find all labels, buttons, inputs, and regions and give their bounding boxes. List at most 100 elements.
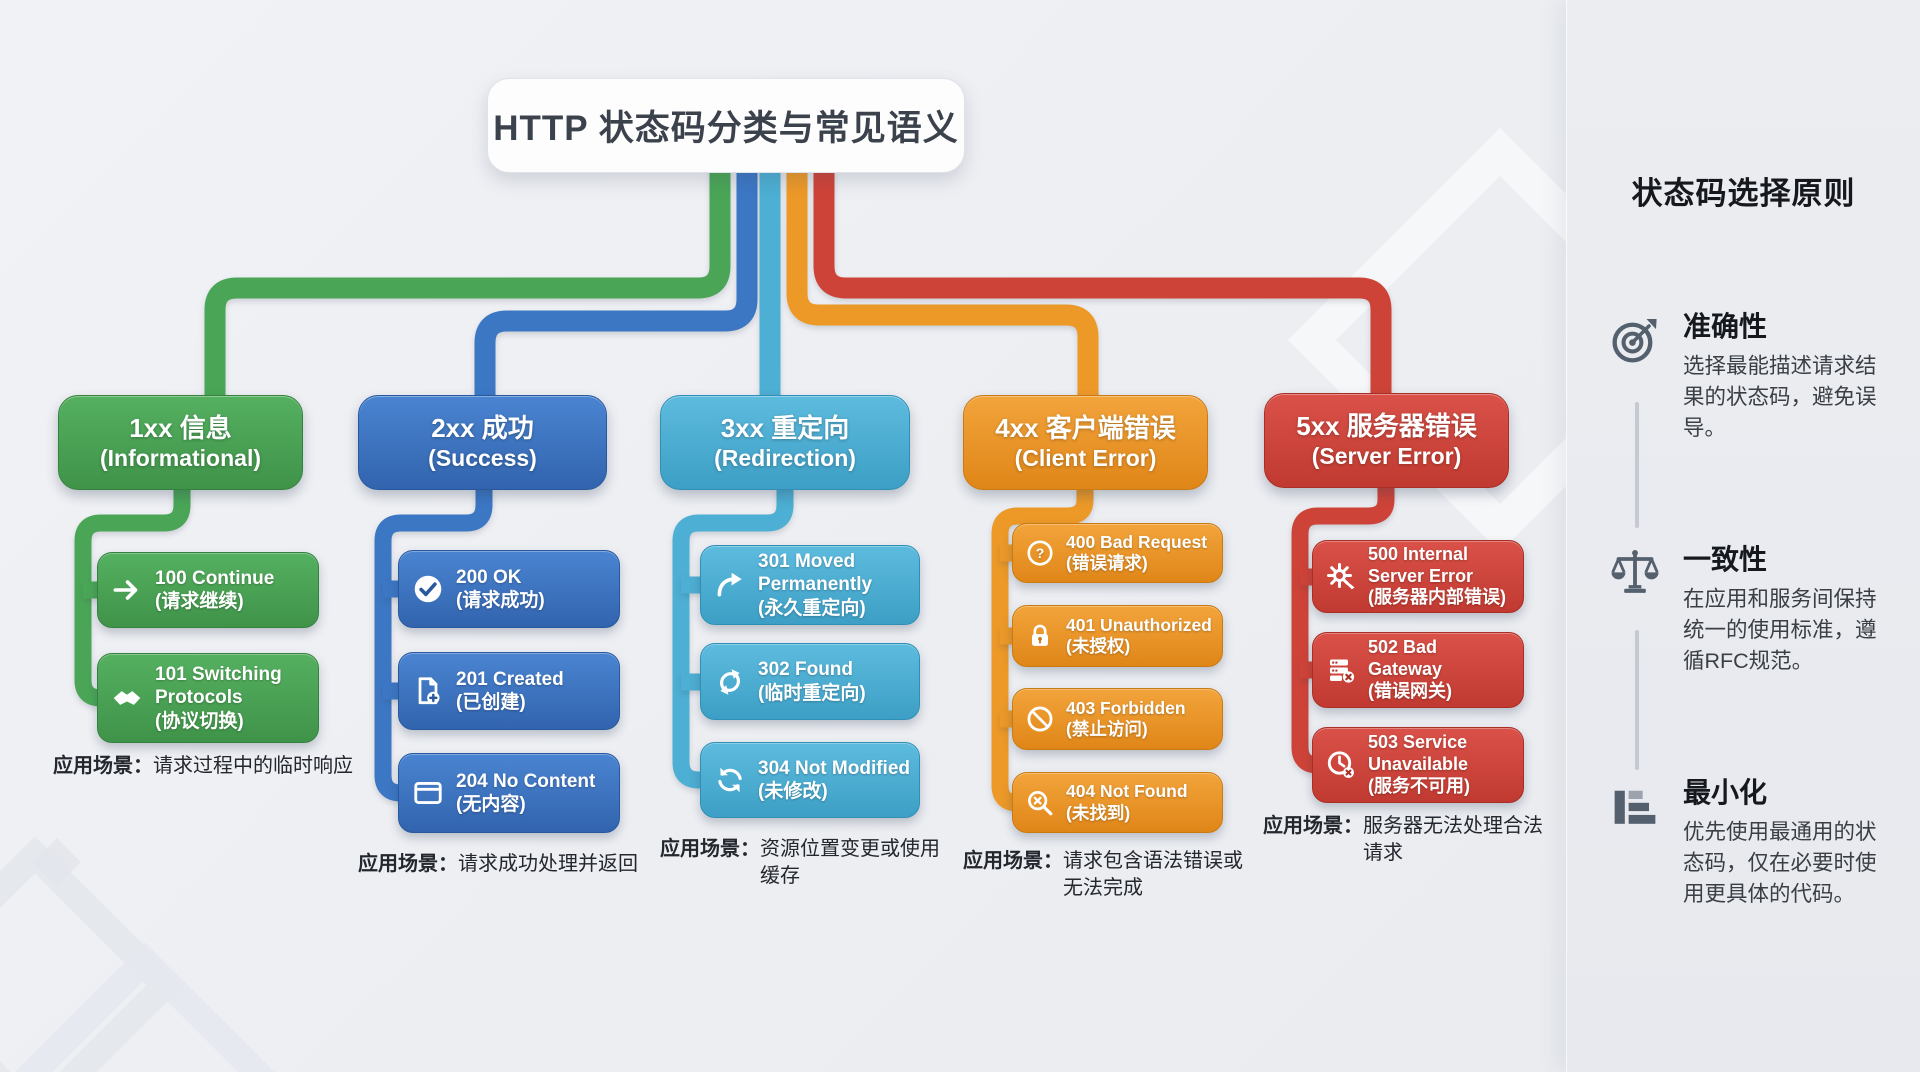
status-code-zh: (未授权) bbox=[1066, 636, 1131, 656]
principle-desc: 优先使用最通用的状态码，仅在必要时使用更具体的代码。 bbox=[1683, 819, 1877, 906]
category-title-en: (Success) bbox=[428, 445, 537, 472]
scenario-caption-1xx: 应用场景：请求过程中的临时响应 bbox=[53, 753, 399, 780]
status-item-503: 503 Service Unavailable(服务不可用) bbox=[1312, 727, 1524, 803]
sidebar-connector-line bbox=[1635, 402, 1639, 528]
status-code-zh: (服务不可用) bbox=[1368, 775, 1470, 796]
scenario-text: 请求成功处理并返回 bbox=[458, 853, 638, 875]
lock-icon bbox=[1025, 621, 1055, 651]
status-code-zh: (请求成功) bbox=[456, 590, 545, 611]
status-item-201: 201 Created(已创建) bbox=[398, 652, 620, 730]
principle-title: 准确性 bbox=[1683, 311, 1768, 342]
status-code-zh: (已创建) bbox=[456, 692, 526, 713]
category-header-5xx: 5xx 服务器错误(Server Error) bbox=[1264, 393, 1509, 488]
clock-x-icon bbox=[1325, 749, 1357, 781]
status-code-en: 301 Moved Permanently bbox=[758, 551, 873, 596]
sidebar-connector-line bbox=[1635, 630, 1639, 770]
category-title-zh: 5xx 服务器错误 bbox=[1296, 410, 1477, 441]
principle-title: 最小化 bbox=[1683, 777, 1768, 808]
status-code-en: 204 No Content bbox=[456, 770, 596, 792]
status-code-text: 403 Forbidden(禁止访问) bbox=[1066, 698, 1186, 741]
status-item-502: 502 Bad Gateway(错误网关) bbox=[1312, 632, 1524, 708]
status-code-text: 304 Not Modified(未修改) bbox=[758, 757, 910, 803]
redo-arrow-icon bbox=[713, 568, 747, 602]
no-entry-icon bbox=[1025, 704, 1055, 734]
minimize-icon bbox=[1607, 778, 1663, 834]
status-code-zh: (未找到) bbox=[1066, 802, 1131, 823]
status-item-204: 204 No Content(无内容) bbox=[398, 753, 620, 833]
status-code-en: 500 Internal Server Error bbox=[1368, 543, 1474, 586]
gear-wrench-icon bbox=[1325, 561, 1357, 593]
status-code-zh: (协议切换) bbox=[155, 710, 244, 732]
window-icon bbox=[411, 776, 445, 810]
status-code-en: 404 Not Found bbox=[1066, 781, 1188, 802]
status-item-101: 101 Switching Protocols(协议切换) bbox=[97, 653, 319, 743]
status-code-text: 200 OK(请求成功) bbox=[456, 566, 545, 612]
status-code-en: 502 Bad Gateway bbox=[1368, 637, 1443, 680]
status-code-text: 500 Internal Server Error(服务器内部错误) bbox=[1368, 544, 1515, 610]
status-code-text: 302 Found(临时重定向) bbox=[758, 658, 866, 704]
scenario-text: 服务器无法处理合法请求 bbox=[1363, 815, 1543, 864]
arrow-right-icon bbox=[110, 573, 144, 607]
status-item-500: 500 Internal Server Error(服务器内部错误) bbox=[1312, 540, 1524, 613]
principle-item-consistency: 一致性 在应用和服务间保持统一的使用标准，遵循RFC规范。 bbox=[1607, 544, 1907, 677]
category-title-zh: 3xx 重定向 bbox=[720, 412, 850, 443]
status-code-en: 200 OK bbox=[456, 566, 522, 588]
category-header-3xx: 3xx 重定向(Redirection) bbox=[660, 395, 910, 490]
category-title-zh: 2xx 成功 bbox=[431, 412, 534, 443]
category-header-2xx: 2xx 成功(Success) bbox=[358, 395, 607, 490]
scenario-label: 应用场景： bbox=[358, 853, 458, 875]
category-header-4xx: 4xx 客户端错误(Client Error) bbox=[963, 395, 1208, 490]
status-code-en: 401 Unauthorized bbox=[1066, 614, 1212, 635]
principle-item-accuracy: 准确性 选择最能描述请求结果的状态码，避免误导。 bbox=[1607, 311, 1907, 444]
category-title-en: (Server Error) bbox=[1311, 443, 1462, 470]
status-item-304: 304 Not Modified(未修改) bbox=[700, 742, 920, 818]
sidebar-title: 状态码选择原则 bbox=[1631, 176, 1856, 211]
status-code-en: 101 Switching Protocols bbox=[155, 664, 282, 709]
scenario-label: 应用场景： bbox=[660, 838, 760, 860]
status-code-zh: (无内容) bbox=[456, 794, 526, 815]
category-title-zh: 4xx 客户端错误 bbox=[995, 412, 1176, 443]
status-code-text: 502 Bad Gateway(错误网关) bbox=[1368, 637, 1515, 703]
server-x-icon bbox=[1325, 654, 1357, 686]
status-item-100: 100 Continue(请求继续) bbox=[97, 552, 319, 628]
status-code-text: 101 Switching Protocols(协议切换) bbox=[155, 663, 310, 733]
status-item-301: 301 Moved Permanently(永久重定向) bbox=[700, 545, 920, 625]
scenario-label: 应用场景： bbox=[963, 850, 1063, 872]
status-item-403: 403 Forbidden(禁止访问) bbox=[1012, 688, 1223, 750]
document-plus-icon bbox=[411, 674, 445, 708]
category-header-1xx: 1xx 信息(Informational) bbox=[58, 395, 303, 490]
status-item-401: 401 Unauthorized(未授权) bbox=[1012, 605, 1223, 667]
status-code-en: 400 Bad Request bbox=[1066, 531, 1208, 552]
scenario-caption-4xx: 应用场景：请求包含语法错误或无法完成 bbox=[963, 848, 1255, 902]
sidebar-panel: 状态码选择原则 准确性 选择最能描述请求结果的状态码，避免误导。 bbox=[1566, 0, 1920, 1072]
category-title-zh: 1xx 信息 bbox=[129, 412, 232, 443]
question-circle-icon: ? bbox=[1025, 538, 1055, 568]
status-code-zh: (错误请求) bbox=[1066, 553, 1148, 573]
status-code-text: 201 Created(已创建) bbox=[456, 668, 564, 714]
page-title: HTTP 状态码分类与常见语义 bbox=[493, 109, 959, 148]
search-x-icon bbox=[1025, 788, 1055, 818]
scenario-label: 应用场景： bbox=[1263, 815, 1363, 837]
category-title-en: (Client Error) bbox=[1014, 445, 1157, 472]
status-item-200: 200 OK(请求成功) bbox=[398, 550, 620, 628]
scenario-caption-3xx: 应用场景：资源位置变更或使用缓存 bbox=[660, 836, 952, 890]
scenario-text: 资源位置变更或使用缓存 bbox=[760, 838, 940, 887]
principle-item-minimal: 最小化 优先使用最通用的状态码，仅在必要时使用更具体的代码。 bbox=[1607, 777, 1907, 910]
status-code-text: 404 Not Found(未找到) bbox=[1066, 781, 1188, 824]
cycle-arrows-icon bbox=[713, 665, 747, 699]
status-code-text: 301 Moved Permanently(永久重定向) bbox=[758, 550, 911, 620]
status-code-zh: (禁止访问) bbox=[1066, 719, 1148, 739]
status-item-404: 404 Not Found(未找到) bbox=[1012, 772, 1223, 833]
status-code-text: 204 No Content(无内容) bbox=[456, 770, 595, 816]
scenario-text: 请求过程中的临时响应 bbox=[153, 755, 353, 777]
scenario-label: 应用场景： bbox=[53, 755, 153, 777]
status-code-zh: (未修改) bbox=[758, 781, 828, 802]
status-code-en: 503 Service Unavailable bbox=[1368, 732, 1469, 775]
status-code-en: 403 Forbidden bbox=[1066, 697, 1186, 718]
status-item-400: ? 400 Bad Request(错误请求) bbox=[1012, 523, 1223, 583]
handshake-icon bbox=[110, 681, 144, 715]
scenario-caption-2xx: 应用场景：请求成功处理并返回 bbox=[358, 851, 718, 878]
scenario-caption-5xx: 应用场景：服务器无法处理合法请求 bbox=[1263, 813, 1555, 867]
